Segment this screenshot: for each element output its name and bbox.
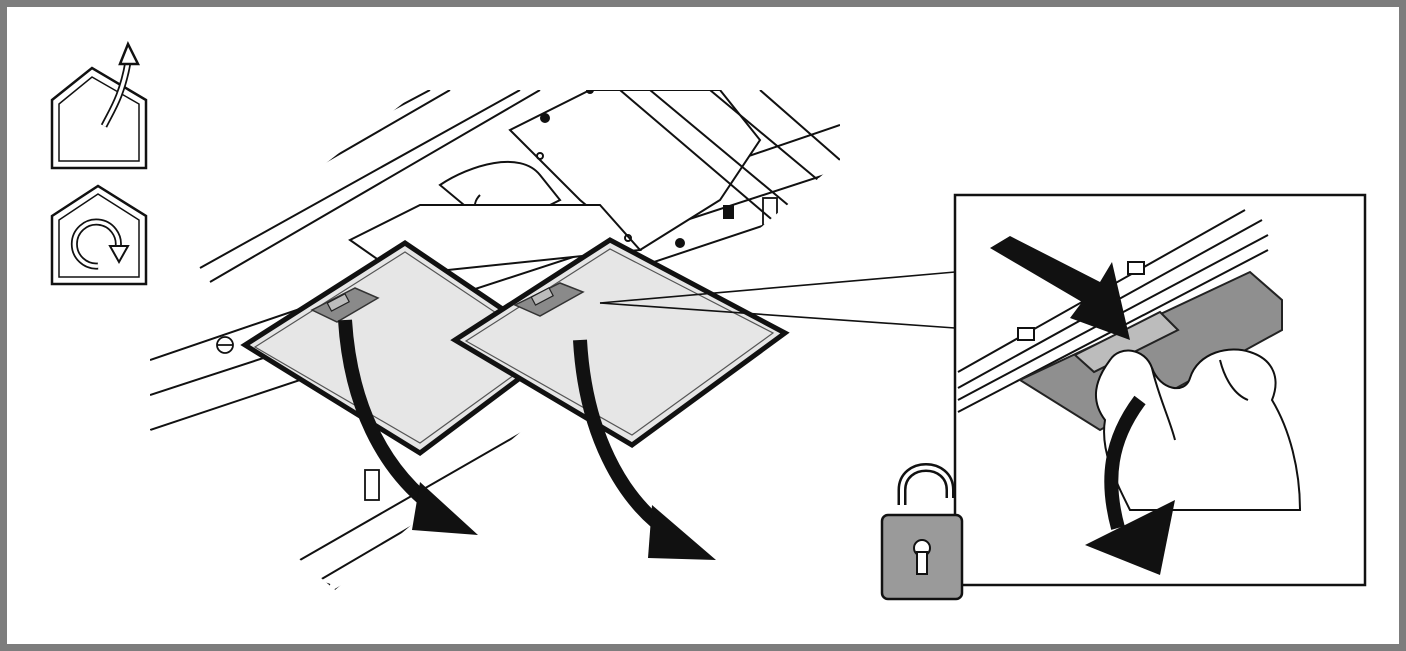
grease-filter-right xyxy=(450,237,790,448)
unlock-icon xyxy=(880,463,964,601)
pull-arrow xyxy=(1085,395,1175,575)
push-arrow xyxy=(990,236,1130,340)
filter-removal-arrow-right xyxy=(573,339,716,560)
hand-illustration xyxy=(1094,348,1302,511)
detail-inset xyxy=(953,193,1367,587)
filter-removal-arrow-left xyxy=(338,319,478,535)
filter-handle-left xyxy=(310,287,380,323)
cooker-hood-underside xyxy=(150,90,956,590)
recirculation-icon xyxy=(50,184,148,286)
ducted-exhaust-icon xyxy=(50,40,148,170)
